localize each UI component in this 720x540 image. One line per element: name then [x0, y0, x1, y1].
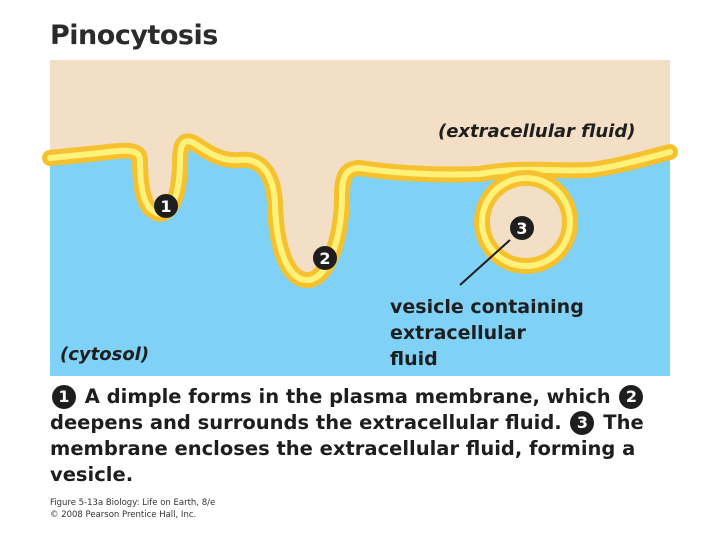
vesicle-label-line3: fluid [390, 348, 438, 370]
page-title: Pinocytosis [50, 20, 218, 51]
caption-step-2-badge: 2 [619, 385, 644, 409]
svg-text:1: 1 [160, 197, 171, 216]
caption-step-3-badge: 3 [570, 411, 595, 435]
step-marker-1: 1 [154, 194, 178, 218]
step-marker-3: 3 [510, 216, 534, 240]
svg-text:3: 3 [516, 219, 527, 238]
extracellular-region [50, 60, 670, 281]
vesicle-label-line2: extracellular [390, 322, 526, 344]
cytosol-label: (cytosol) [60, 344, 149, 365]
vesicle-leader-line [459, 239, 511, 286]
extracellular-label: (extracellular fluid) [438, 121, 635, 142]
figure-caption: 1 A dimple forms in the plasma membrane,… [50, 384, 650, 488]
vesicle-label-line1: vesicle containing [390, 296, 584, 318]
caption-part-1: A dimple forms in the plasma membrane, w… [84, 385, 611, 408]
svg-text:2: 2 [319, 249, 330, 268]
vesicle-core [479, 175, 573, 269]
caption-part-2: deepens and surrounds the extracellular … [50, 411, 562, 434]
caption-part-3: The membrane encloses the extracellular … [50, 411, 644, 486]
step-marker-2: 2 [313, 246, 337, 270]
credit-line-1: Figure 5-13a Biology: Life on Earth, 8/e [50, 498, 216, 508]
credit-line-2: © 2008 Pearson Prentice Hall, Inc. [50, 510, 197, 520]
figure-credit: Figure 5-13a Biology: Life on Earth, 8/e… [50, 497, 215, 521]
caption-step-1-badge: 1 [52, 385, 76, 409]
